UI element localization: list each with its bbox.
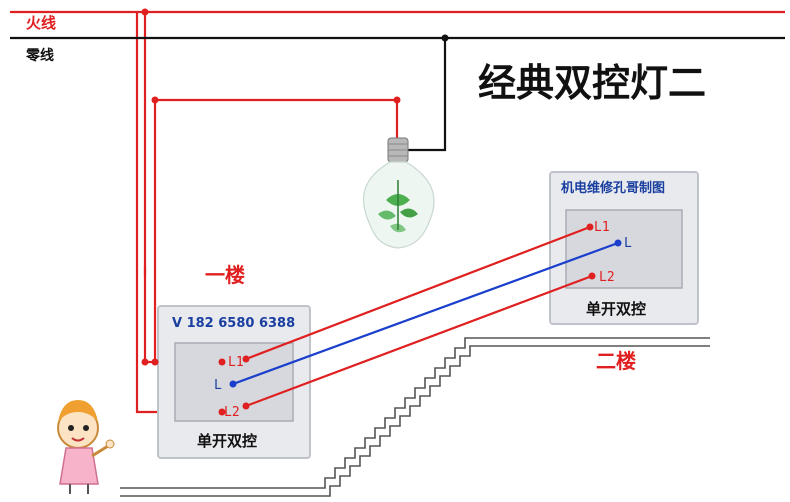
floor-one-label: 一楼: [205, 263, 245, 287]
lamp-feed-wire: [153, 98, 399, 362]
switch-right-panel: 机电维修孔哥制图 单开双控 L1 L L2: [549, 171, 699, 325]
switch-right-top-text: 机电维修孔哥制图: [561, 180, 665, 196]
switch-left-terminal-l1: L1: [228, 355, 244, 370]
staircase-icon: [120, 337, 710, 497]
light-bulb-icon: [362, 137, 435, 249]
switch-right-terminal-l1: L1: [594, 220, 610, 235]
switch-right-terminal-l: L: [624, 236, 632, 251]
neutral-wire-label: 零线: [25, 47, 54, 64]
terminal-dots: [141, 8, 622, 416]
switch-left-terminal-l2: L2: [224, 405, 240, 420]
switch-right-terminal-l2: L2: [599, 270, 615, 285]
live-wire-label: 火线: [26, 14, 56, 32]
switch-left-terminal-l: L: [214, 378, 222, 393]
diagram-title: 经典双控灯二: [478, 61, 706, 105]
neutral-wire: [10, 36, 785, 152]
floor-two-label: 二楼: [596, 349, 636, 373]
switch-right-caption: 单开双控: [586, 300, 646, 318]
switch-left-top-text: V 182 6580 6388: [172, 316, 295, 331]
traveler-wires: [232, 225, 619, 408]
cartoon-child-icon: [57, 400, 115, 494]
switch-left-caption: 单开双控: [197, 432, 257, 450]
